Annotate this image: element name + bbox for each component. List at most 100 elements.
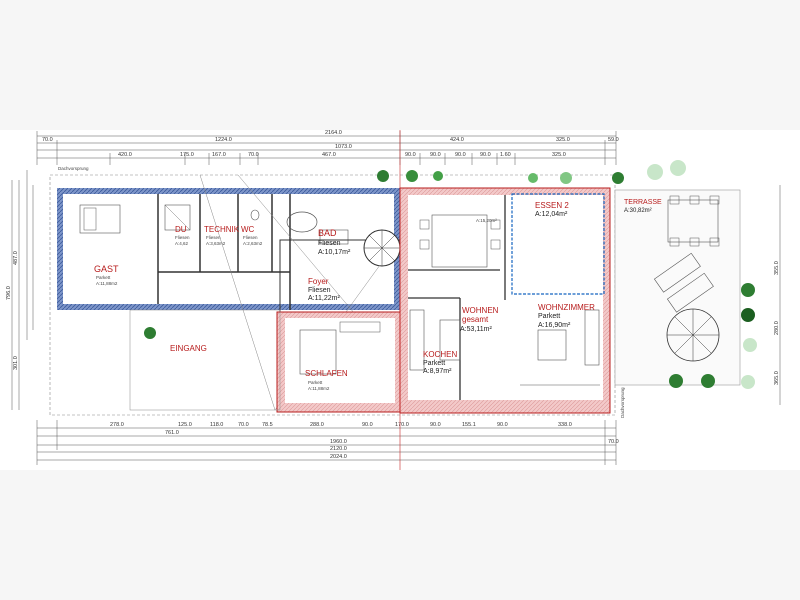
dim-left-487: 487.0: [13, 251, 19, 265]
svg-text:467.0: 467.0: [322, 152, 336, 158]
shrub-icon: [670, 160, 686, 176]
svg-text:Fliesen: Fliesen: [175, 235, 190, 240]
tree-icon: [433, 171, 443, 181]
svg-text:167.0: 167.0: [212, 152, 226, 158]
dim-left-796: 796.0: [6, 286, 12, 300]
room-wohnzimmer: WOHNZIMMER Parkett A:16,90m²: [538, 303, 595, 329]
svg-text:gesamt: gesamt: [462, 315, 489, 324]
svg-text:WC: WC: [241, 225, 255, 234]
shrub-icon: [647, 164, 663, 180]
svg-text:TECHNIK: TECHNIK: [204, 225, 240, 234]
dim-top-325: 325.0: [556, 137, 570, 143]
svg-text:420.0: 420.0: [118, 152, 132, 158]
svg-text:A:15,20m²: A:15,20m²: [476, 218, 497, 223]
room-technik: TECHNIK Fliesen A:3,63m2: [204, 225, 240, 246]
svg-text:Fliesen: Fliesen: [308, 287, 331, 294]
svg-text:Fliesen: Fliesen: [243, 235, 258, 240]
svg-text:A:10,17m²: A:10,17m²: [318, 249, 351, 256]
svg-text:90.0: 90.0: [362, 422, 373, 428]
svg-text:70.0: 70.0: [238, 422, 249, 428]
tree-icon: [612, 172, 624, 184]
svg-text:90.0: 90.0: [405, 152, 416, 158]
svg-text:90.0: 90.0: [430, 422, 441, 428]
svg-text:78.5: 78.5: [262, 422, 273, 428]
svg-text:125.0: 125.0: [178, 422, 192, 428]
right-dimension-lines: [779, 185, 781, 405]
svg-text:170.0: 170.0: [395, 422, 409, 428]
room-wohnen: WOHNEN gesamt A:53,11m²: [460, 306, 499, 333]
dim-bottom-2024: 2024.0: [330, 454, 347, 460]
bottom-row1-labels: 278.0 125.0 118.0 70.0 78.5 288.0 90.0 1…: [110, 422, 572, 428]
svg-text:A:11,88m2: A:11,88m2: [308, 386, 330, 391]
room-essen: ESSEN 2 A:12,04m²: [535, 201, 569, 218]
tree-icon: [741, 283, 755, 297]
tree-icon: [741, 308, 755, 322]
svg-text:Parkett: Parkett: [538, 313, 560, 320]
tree-icon: [406, 170, 418, 182]
left-dimension-lines: [11, 170, 34, 410]
svg-text:90.0: 90.0: [480, 152, 491, 158]
tree-icon: [377, 170, 389, 182]
top-dimension-lines: [36, 131, 617, 165]
dachvorsprung-right: Dachvorsprung: [620, 387, 625, 418]
svg-text:175.0: 175.0: [180, 152, 194, 158]
svg-text:118.0: 118.0: [210, 422, 223, 428]
dim-right-355: 355.0: [774, 261, 780, 275]
svg-text:288.0: 288.0: [310, 422, 324, 428]
dim-top-59: 59.0: [608, 137, 619, 143]
dim-top-70: 70.0: [42, 137, 53, 143]
top-row2-labels: 420.0 175.0 167.0 70.0 467.0 90.0 90.0 9…: [118, 152, 566, 158]
svg-text:Parkett: Parkett: [308, 380, 323, 385]
room-du: DU Fliesen A:4,62: [175, 225, 190, 246]
room-bad: BAD Fliesen A:10,17m²: [318, 228, 351, 256]
svg-text:A:30,82m²: A:30,82m²: [624, 208, 652, 214]
dim-bottom-1960: 1960.0: [330, 439, 347, 445]
svg-text:90.0: 90.0: [430, 152, 441, 158]
svg-text:90.0: 90.0: [455, 152, 466, 158]
svg-text:ESSEN 2: ESSEN 2: [535, 201, 569, 210]
right-wing: [399, 187, 611, 414]
tree-icon: [701, 374, 715, 388]
svg-text:KOCHEN: KOCHEN: [423, 350, 457, 359]
svg-text:70.0: 70.0: [248, 152, 259, 158]
svg-text:A:2,63m2: A:2,63m2: [243, 241, 263, 246]
dim-bottom-2120: 2120.0: [330, 446, 347, 452]
svg-text:WOHNEN: WOHNEN: [462, 306, 499, 315]
dim-top-1073: 1073.0: [335, 144, 352, 150]
svg-text:DU: DU: [175, 225, 187, 234]
svg-text:A:11,88m2: A:11,88m2: [96, 281, 118, 286]
svg-text:A:11,22m²: A:11,22m²: [308, 295, 340, 302]
dim-right-280: 280.0: [774, 321, 780, 335]
schlafen-room: [276, 311, 404, 413]
dim-top-1224: 1224.0: [215, 137, 232, 143]
bottom-dimension-lines: [36, 420, 617, 465]
svg-text:155.1: 155.1: [462, 422, 476, 428]
svg-text:Parkett: Parkett: [423, 360, 445, 367]
svg-text:GAST: GAST: [94, 264, 119, 274]
trees: [144, 160, 757, 389]
svg-text:A:16,90m²: A:16,90m²: [538, 322, 571, 329]
svg-text:338.0: 338.0: [558, 422, 572, 428]
tree-icon: [560, 172, 572, 184]
svg-text:SCHLAFEN: SCHLAFEN: [305, 369, 348, 378]
svg-text:Fliesen: Fliesen: [206, 235, 221, 240]
tree-icon: [669, 374, 683, 388]
svg-text:Fliesen: Fliesen: [318, 240, 341, 247]
svg-text:1.60: 1.60: [500, 152, 511, 158]
svg-text:A:3,63m2: A:3,63m2: [206, 241, 226, 246]
dim-top-total: 2164.0: [325, 130, 342, 136]
top-band: [0, 0, 800, 130]
dim-bottom-70: 70.0: [608, 439, 619, 445]
svg-text:Foyer: Foyer: [308, 277, 329, 286]
dim-left-301: 301.0: [13, 356, 19, 370]
tree-icon: [528, 173, 538, 183]
tree-icon: [144, 327, 156, 339]
svg-text:Parkett: Parkett: [96, 275, 111, 280]
dachvorsprung-top: Dachvorsprung: [58, 166, 89, 171]
room-terrasse: TERRASSE A:30,82m²: [624, 199, 662, 214]
svg-text:278.0: 278.0: [110, 422, 124, 428]
svg-text:A:53,11m²: A:53,11m²: [460, 326, 492, 333]
terrace: [614, 189, 741, 386]
svg-text:BAD: BAD: [318, 228, 337, 238]
